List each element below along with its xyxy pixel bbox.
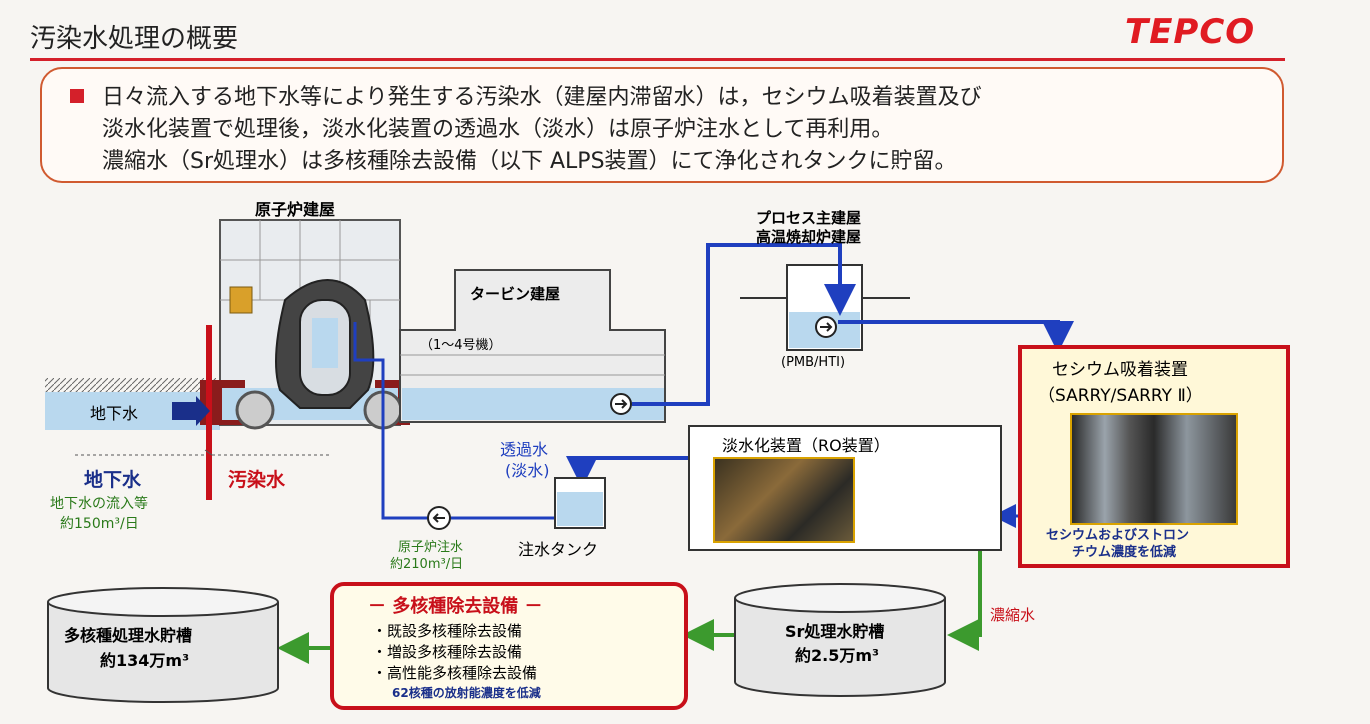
sr-tank-label: Sr処理水貯槽 [785, 622, 885, 641]
cesium-device-label: セシウム吸着装置 [1052, 360, 1188, 380]
cesium-device-photo [1070, 413, 1238, 525]
pmb-hti-label: (PMB/HTI) [781, 355, 846, 370]
cesium-note-line-1: セシウムおよびストロン [1046, 528, 1190, 543]
permeate-label: 透過水 [500, 440, 549, 459]
page-title: 汚染水処理の概要 [30, 24, 239, 54]
treated-tank-volume-label: 約134万m³ [100, 651, 190, 670]
reactor-injection-volume-label: 約210m³/日 [390, 557, 464, 572]
sr-water-tank-shape [734, 583, 946, 697]
pump-injection [427, 506, 451, 530]
groundwater-arrow-head [196, 396, 210, 426]
concentrated-water-label: 濃縮水 [990, 606, 1036, 624]
alps-item-high-performance: ・高性能多核種除去設備 [372, 664, 538, 682]
flow-turbine-to-process [632, 243, 856, 406]
alps-note: 62核種の放射能濃度を低減 [392, 686, 541, 700]
cesium-device-model-label: （SARRY/SARRY Ⅱ） [1038, 386, 1203, 406]
summary-box: 日々流入する地下水等により発生する汚染水（建屋内滞留水）は，セシウム吸着装置及び… [40, 67, 1284, 183]
flow-ro-to-sr-tank [947, 548, 982, 651]
turbine-building-label: タービン建屋 [470, 285, 561, 303]
reactor-building [200, 219, 410, 430]
injection-tank-label: 注水タンク [518, 540, 599, 559]
treated-tank-label: 多核種処理水貯槽 [64, 626, 193, 645]
treated-water-tank-shape [47, 587, 279, 703]
sr-tank-volume-label: 約2.5万m³ [795, 646, 880, 665]
groundwater-label: 地下水 [84, 469, 142, 491]
process-building-label: プロセス主建屋 [756, 209, 862, 227]
boundary-wall [206, 325, 212, 500]
pump-turbine [610, 393, 632, 415]
alps-box [330, 582, 688, 710]
inflow-volume-label: 約150m³/日 [60, 516, 139, 532]
reactor-injection-label: 原子炉注水 [398, 540, 464, 555]
summary-line-3: 濃縮水（Sr処理水）は多核種除去設備（以下 ALPS装置）にて浄化されタンクに貯… [102, 149, 957, 174]
flow-injection-return [353, 322, 428, 520]
alps-item-additional: ・増設多核種除去設備 [372, 643, 523, 661]
injection-tank [554, 477, 606, 529]
units-label: （1～4号機） [420, 338, 502, 353]
reactor-building-label: 原子炉建屋 [255, 200, 336, 219]
contaminated-water-label: 汚染水 [228, 469, 286, 491]
groundwater-layer-label: 地下水 [90, 404, 139, 423]
alps-title: － 多核種除去設備 － [368, 596, 543, 617]
permeate-fresh-label: (淡水) [505, 461, 550, 480]
tepco-logo: TEPCO [1125, 12, 1256, 52]
ro-device-photo [713, 457, 855, 543]
ground-hatch [45, 378, 220, 392]
summary-line-2: 淡水化装置で処理後，淡水化装置の透過水（淡水）は原子炉注水として再利用。 [102, 117, 894, 142]
inflow-label: 地下水の流入等 [50, 496, 148, 512]
bullet-icon [70, 89, 84, 103]
groundwater-arrow-body [172, 402, 198, 420]
flow-ro-to-tank [566, 456, 688, 488]
alps-item-existing: ・既設多核種除去設備 [372, 622, 523, 640]
process-building [740, 264, 910, 351]
flow-process-to-cesium [838, 320, 1074, 353]
summary-line-1: 日々流入する地下水等により発生する汚染水（建屋内滞留水）は，セシウム吸着装置及び [102, 85, 982, 110]
incinerator-building-label: 高温焼却炉建屋 [756, 228, 862, 246]
cesium-note-line-2: チウム濃度を低減 [1072, 545, 1177, 560]
ro-device-label: 淡水化装置（RO装置） [722, 436, 890, 455]
title-divider [30, 58, 1285, 61]
